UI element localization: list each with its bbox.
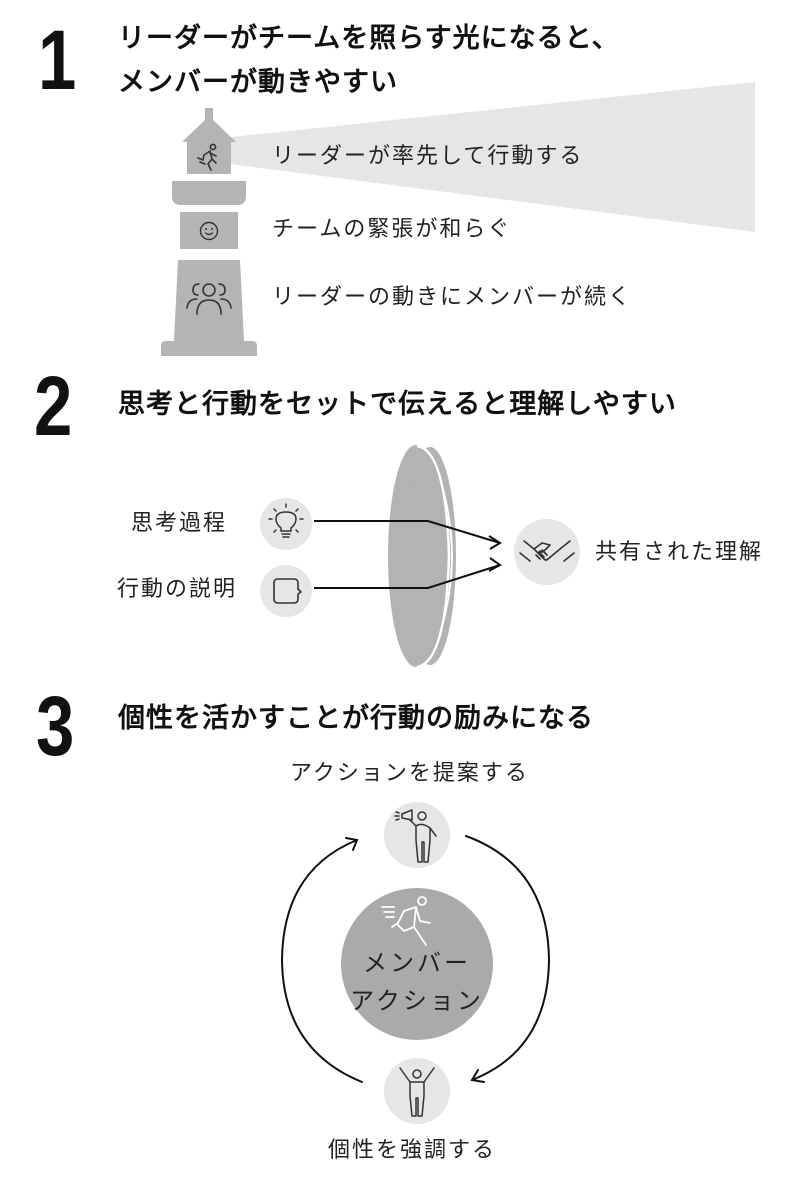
- section-3-bottom-label: 個性を強調する: [328, 1138, 497, 1163]
- section-2-number: 2: [34, 359, 73, 453]
- section-1-item-1-label: リーダーが率先して行動する: [272, 144, 584, 169]
- smiley-face-icon: [199, 221, 219, 241]
- section-2-output-label: 共有された理解: [595, 540, 764, 565]
- section-3-number: 3: [36, 679, 75, 773]
- lightbulb-icon: [268, 503, 304, 538]
- section-1-heading-line1: リーダーがチームを照らす光になると、: [118, 23, 620, 54]
- section-2-heading: 思考と行動をセットで伝えると理解しやすい: [118, 389, 677, 420]
- section-2-input-2-label: 行動の説明: [117, 577, 238, 602]
- speech-bubble-icon-circle: [260, 565, 312, 617]
- cheering-person-icon-circle: [384, 1058, 450, 1124]
- section-3-top-label: アクションを提案する: [290, 761, 529, 786]
- speech-bubble-icon: [273, 578, 302, 604]
- member-action-line2: アクション: [350, 987, 484, 1015]
- handshake-icon: [519, 540, 575, 562]
- running-person-icon: [197, 143, 217, 171]
- running-person-icon: [381, 896, 431, 946]
- member-action-line1: メンバー: [363, 949, 471, 977]
- member-action-label: メンバー アクション: [341, 944, 493, 1020]
- section-1-item-3-label: リーダーの動きにメンバーが続く: [272, 285, 633, 310]
- megaphone-person-icon: [394, 809, 437, 863]
- section-2-input-1-label: 思考過程: [131, 511, 228, 536]
- section-1-item-2-label: チームの緊張が和らぐ: [272, 217, 512, 242]
- section-1-heading-line2: メンバーが動きやすい: [118, 67, 398, 98]
- cheering-person-icon: [399, 1067, 435, 1117]
- section-1-number: 1: [38, 13, 77, 107]
- section-3-heading: 個性を活かすことが行動の励みになる: [118, 703, 594, 734]
- group-people-icon: [186, 283, 232, 315]
- handshake-icon-circle: [514, 519, 580, 585]
